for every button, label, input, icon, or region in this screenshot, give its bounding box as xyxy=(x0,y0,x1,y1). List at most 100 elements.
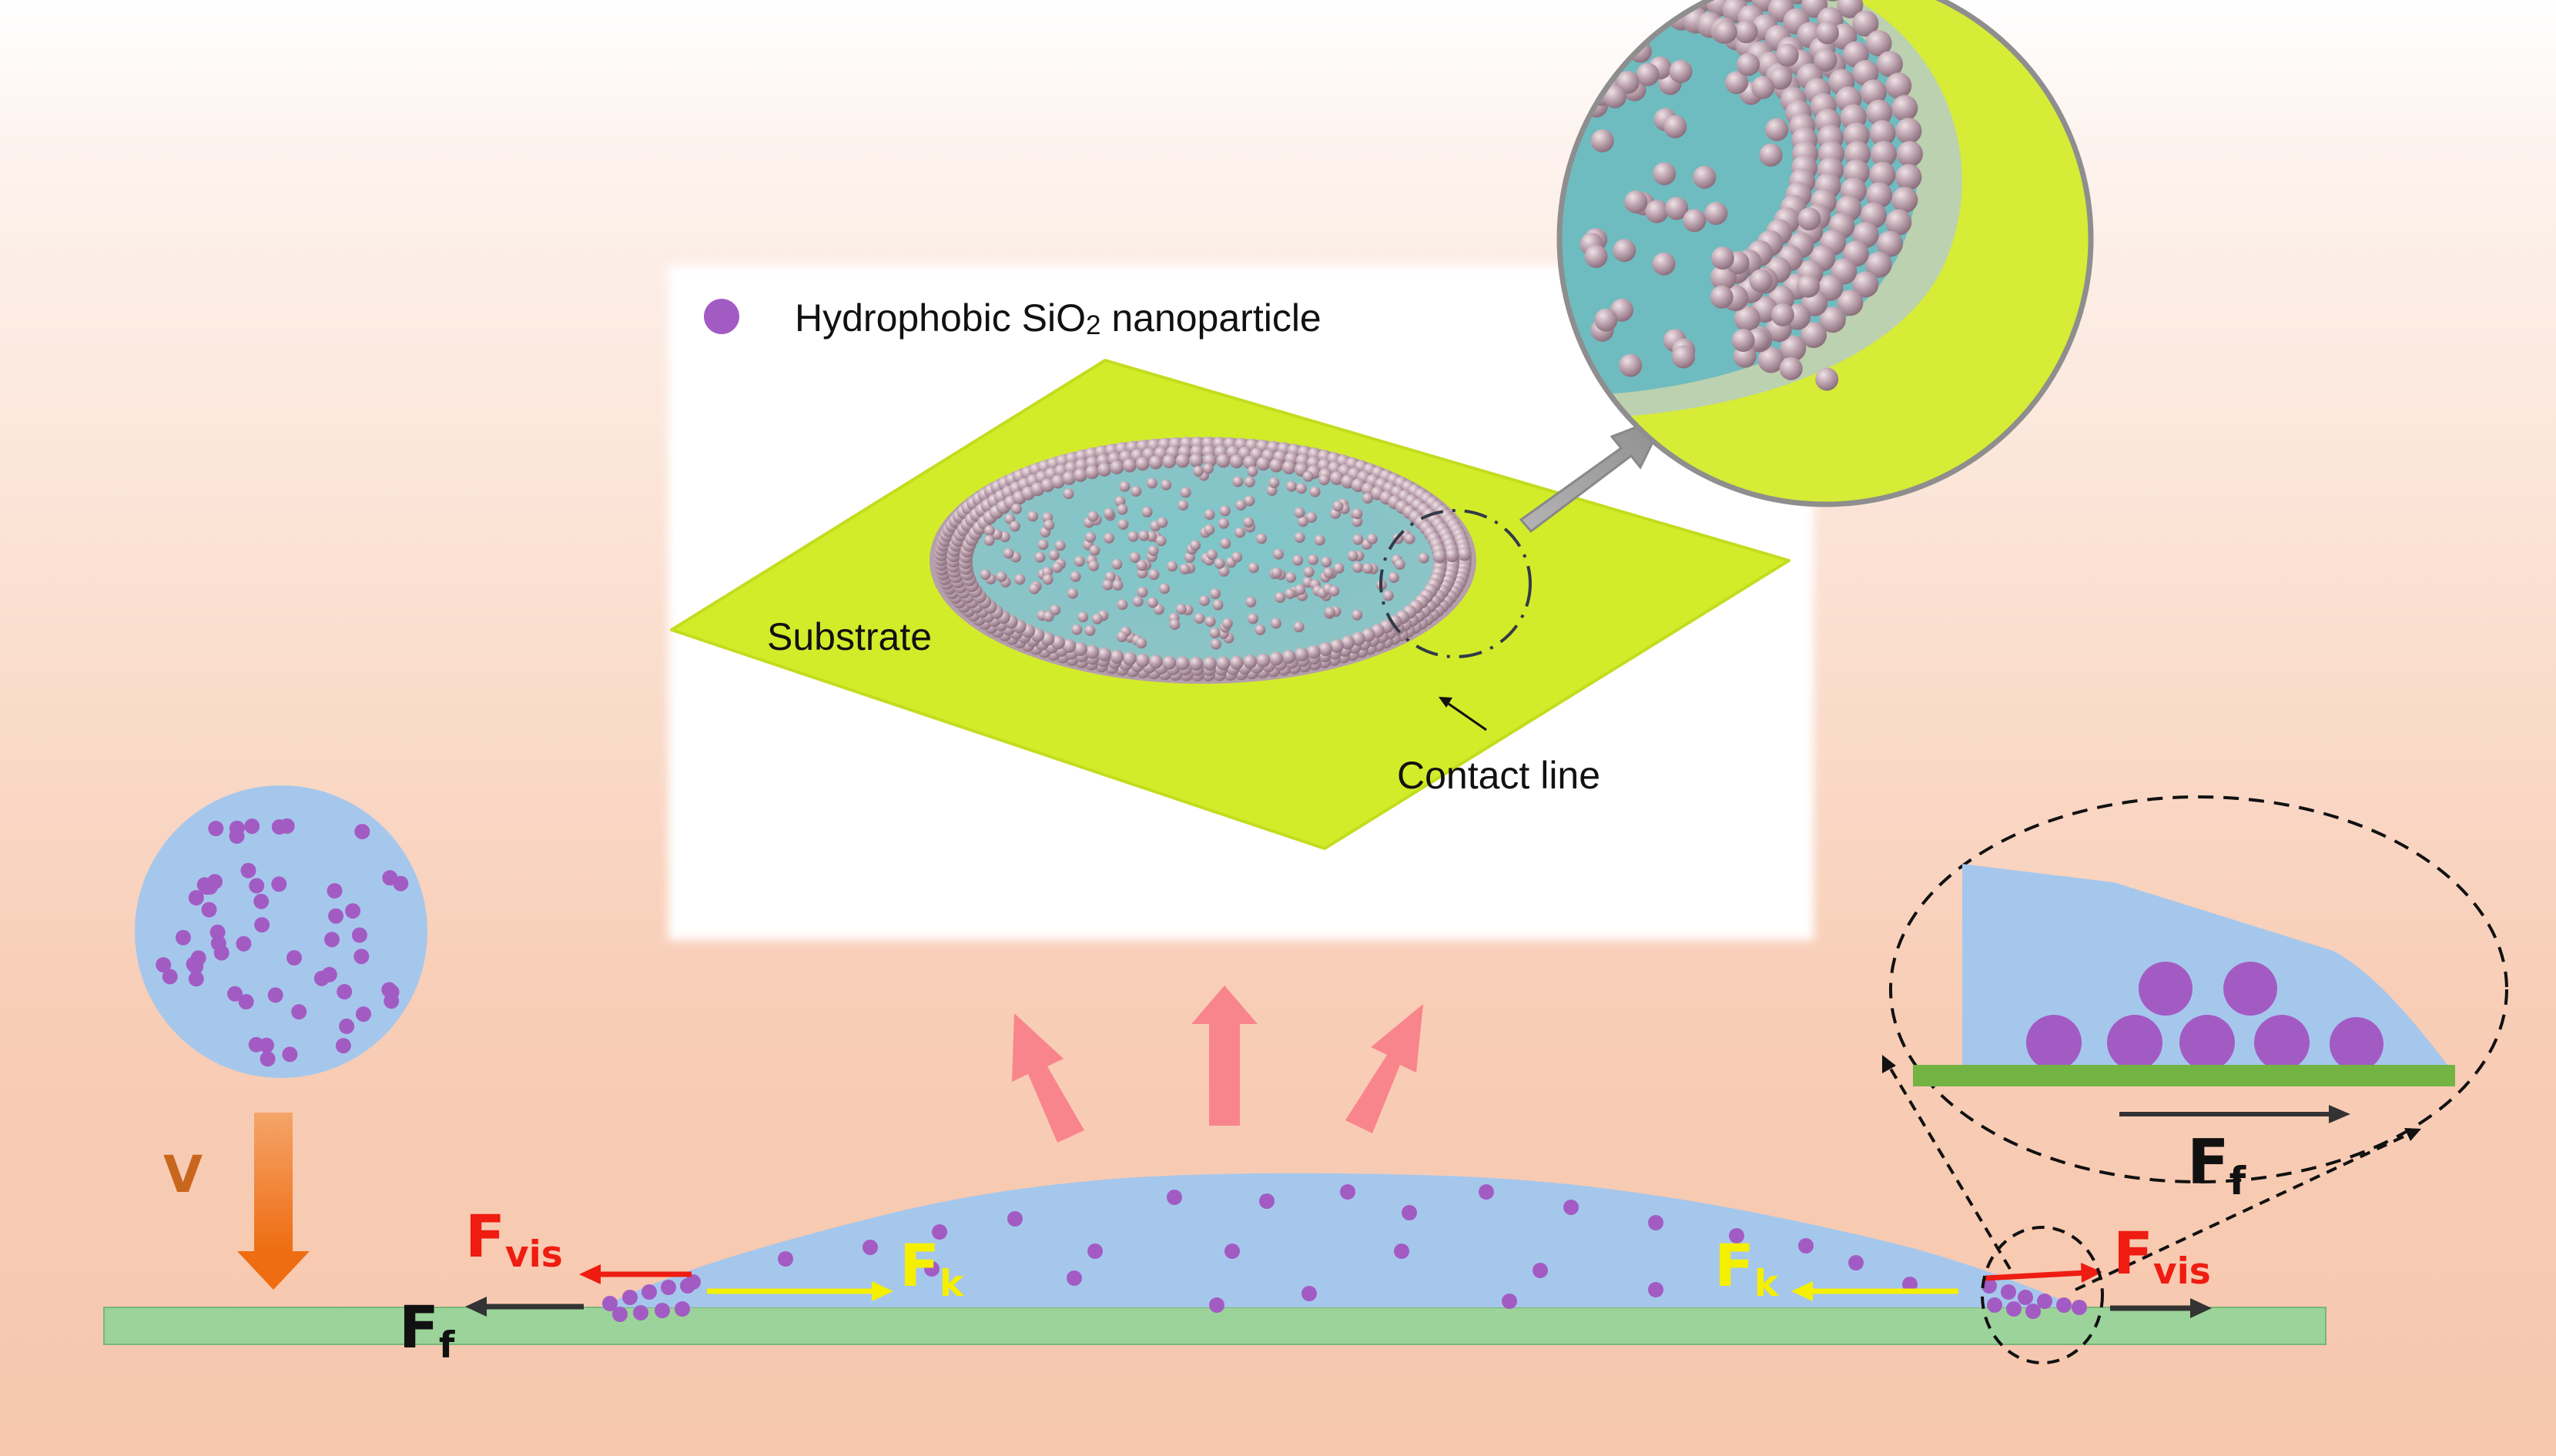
nanoparticle xyxy=(1070,571,1081,582)
nanoparticle xyxy=(1190,540,1201,551)
nanoparticle xyxy=(1071,624,1083,635)
nanoparticle xyxy=(983,534,995,546)
nanoparticle xyxy=(1981,1278,1997,1294)
nanoparticle xyxy=(1270,618,1281,629)
nanoparticle xyxy=(1866,99,1893,126)
capillary-force-sub-left: k xyxy=(939,1263,964,1306)
nanoparticle xyxy=(1865,30,1892,57)
contact-line-marker xyxy=(1379,509,1532,658)
nanoparticle xyxy=(1533,1263,1548,1278)
nanoparticle xyxy=(1669,59,1693,83)
nanoparticle xyxy=(1243,455,1258,470)
viscous-force-arrow-right xyxy=(1985,1263,2102,1283)
nanoparticle xyxy=(351,927,367,943)
nanoparticle xyxy=(1594,308,1618,332)
nanoparticle xyxy=(1352,609,1363,621)
nanoparticle xyxy=(188,890,204,905)
nanoparticle xyxy=(1292,554,1304,566)
nanoparticle xyxy=(1271,567,1282,578)
nanoparticle xyxy=(2056,1297,2072,1313)
nanoparticle xyxy=(1097,648,1112,662)
nanoparticle xyxy=(1111,558,1123,570)
nanoparticle xyxy=(1273,548,1284,560)
nanoparticle xyxy=(1169,619,1181,630)
nanoparticle xyxy=(271,876,287,892)
friction-force-arrow-right xyxy=(2110,1298,2212,1318)
nanoparticle xyxy=(1648,1282,1663,1297)
nanoparticle xyxy=(1652,252,1676,276)
nanoparticle xyxy=(633,1305,648,1320)
nanoparticle xyxy=(1323,567,1335,578)
nanoparticle xyxy=(1281,650,1296,664)
nanoparticle xyxy=(1645,199,1669,223)
friction-force-main-left: F xyxy=(399,1293,439,1361)
nanoparticle xyxy=(1067,587,1078,599)
nanoparticle xyxy=(382,870,398,886)
nanoparticle xyxy=(1382,590,1394,601)
nanoparticle xyxy=(1074,556,1085,567)
nanoparticle xyxy=(1232,476,1244,487)
nanoparticle xyxy=(1653,162,1677,186)
nanoparticle xyxy=(244,818,260,835)
nanoparticle xyxy=(1218,517,1229,529)
nanoparticle xyxy=(1318,474,1330,486)
nanoparticle xyxy=(1178,500,1189,511)
nanoparticle xyxy=(1340,1184,1355,1200)
nanoparticle xyxy=(1202,463,1214,474)
nanoparticle xyxy=(1122,651,1137,666)
nanoparticle xyxy=(1301,1286,1317,1301)
legend-particle-icon xyxy=(704,299,739,334)
nanoparticle xyxy=(1048,549,1060,561)
nanoparticle xyxy=(1256,457,1271,471)
nanoparticle xyxy=(1229,454,1244,469)
nanoparticle xyxy=(1902,1277,1918,1292)
nanoparticle xyxy=(1819,306,1846,333)
nanoparticle xyxy=(1077,611,1089,623)
nanoparticle xyxy=(1749,269,1773,293)
nanoparticle xyxy=(1584,245,1608,268)
nanoparticle xyxy=(1801,322,1827,348)
nanoparticle xyxy=(1084,624,1096,636)
nanoparticle xyxy=(1759,143,1783,167)
nanoparticle xyxy=(1193,466,1204,477)
nanoparticle xyxy=(778,1251,793,1267)
nanoparticle xyxy=(1815,367,1839,391)
nanoparticle xyxy=(1153,604,1164,615)
capillary-force-arrow-right xyxy=(1791,1281,1958,1301)
nanoparticle xyxy=(1243,517,1255,528)
nanoparticle xyxy=(1341,474,1355,489)
nanoparticle xyxy=(1159,583,1171,594)
nanoparticle xyxy=(1214,557,1225,569)
droplet-nanoparticles xyxy=(934,437,1472,681)
nanoparticle xyxy=(1281,460,1296,474)
nanoparticle xyxy=(345,903,361,919)
nanoparticle xyxy=(612,1307,628,1322)
nanoparticle xyxy=(2037,1294,2052,1309)
nanoparticle xyxy=(1180,487,1191,498)
nanoparticle xyxy=(175,929,191,946)
nanoparticle xyxy=(1003,547,1014,559)
nanoparticle xyxy=(229,820,245,836)
viscous-force-main-right: F xyxy=(2113,1219,2153,1287)
nanoparticle xyxy=(1244,476,1255,487)
nanoparticle xyxy=(1147,597,1158,608)
nanoparticle xyxy=(1704,202,1728,226)
legend-label-subscript: 2 xyxy=(1085,310,1101,341)
nanoparticle xyxy=(1352,562,1364,573)
nanoparticle xyxy=(1085,644,1100,659)
nanoparticle xyxy=(1895,118,1922,144)
nanoparticle xyxy=(1306,644,1321,659)
nanoparticle xyxy=(1014,574,1026,585)
nanoparticle xyxy=(1119,480,1131,492)
nanoparticle xyxy=(1814,49,1837,72)
nanoparticle xyxy=(1352,534,1364,545)
nanoparticle xyxy=(1362,563,1373,574)
nanoparticle xyxy=(1007,1211,1023,1227)
nanoparticle xyxy=(1167,561,1178,572)
nanoparticle xyxy=(1891,186,1918,213)
nanoparticle xyxy=(1877,51,1903,78)
nanoparticle xyxy=(1247,466,1258,477)
nanoparticle xyxy=(996,571,1007,582)
nanoparticle xyxy=(680,1278,695,1294)
